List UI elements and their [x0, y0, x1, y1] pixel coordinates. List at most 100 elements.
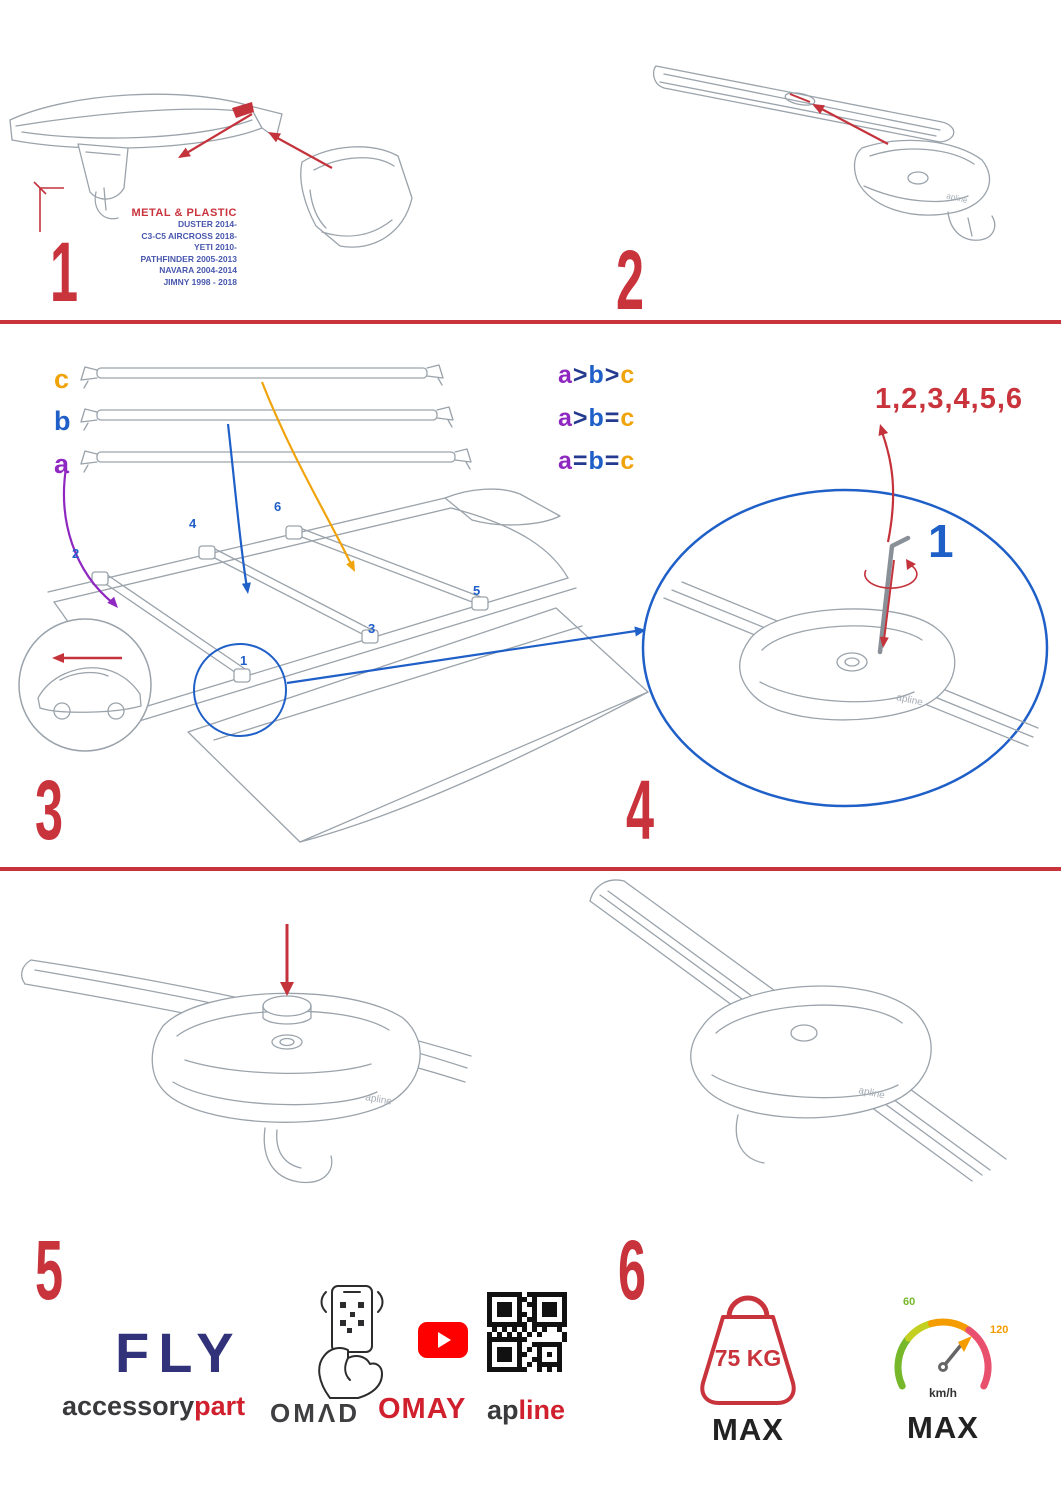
metal-plastic-leader-line	[33, 181, 64, 232]
phone-scan-icon	[318, 1285, 384, 1399]
step3-roof-layout-drawing	[18, 364, 649, 843]
speed-low-label: 60	[903, 1296, 916, 1308]
arrowhead	[241, 582, 251, 594]
position-label-2: 2	[72, 546, 80, 561]
section-divider	[0, 320, 1061, 324]
speed-unit-label: km/h	[928, 1386, 957, 1400]
step2-bar-slot-drawing: apline	[652, 65, 996, 241]
arrowhead	[634, 626, 646, 637]
apline-logo: apline	[487, 1397, 565, 1424]
step3-number: 3	[35, 763, 63, 857]
position-label-4: 4	[189, 516, 197, 531]
arrowhead	[280, 982, 294, 996]
position-label-5: 5	[473, 583, 481, 598]
fly-logo: FLY	[115, 1321, 243, 1384]
rule-c: c	[620, 404, 636, 432]
model-line: PATHFINDER 2005-2013	[140, 253, 237, 264]
mounted-foot-drawing	[589, 879, 1007, 1182]
size-rule-3: a=b=c	[558, 447, 635, 476]
model-line: DUSTER 2014-	[177, 219, 237, 229]
foot-cap-drawing	[20, 959, 472, 1184]
omay-logo: OMAY	[378, 1393, 467, 1425]
step6-number: 6	[618, 1223, 646, 1317]
zoom-ellipse	[641, 488, 1049, 808]
logo-patch	[232, 102, 254, 118]
model-line: C3-C5 AIRCROSS 2018-	[141, 230, 237, 241]
speed-high-label: 120	[990, 1324, 1009, 1336]
arrowhead	[879, 636, 889, 648]
apline-red: line	[518, 1395, 566, 1425]
speedometer-icon	[894, 1318, 992, 1390]
weight-value: 75 KG	[714, 1345, 782, 1371]
zoom-link-arrow	[286, 629, 637, 685]
weight-max-label: MAX	[712, 1412, 784, 1447]
arrowhead	[107, 596, 118, 608]
three-bars-drawing	[80, 364, 472, 473]
rule-op: >	[572, 361, 589, 389]
model-line: JIMNY 1998 - 2018	[163, 276, 237, 287]
sequence-start-callout: 1	[928, 515, 954, 567]
step5-cap-insert-drawing: apline	[20, 924, 472, 1184]
rule-b: b	[588, 361, 605, 389]
bar-label-b: b	[54, 406, 71, 436]
bar-position-arrows	[62, 381, 352, 605]
rule-a: a	[558, 447, 573, 475]
arrowhead	[812, 104, 825, 114]
step1-bar-clamp-drawing	[9, 93, 413, 248]
step1-material-block: METAL & PLASTIC DUSTER 2014- C3-C5 AIRCR…	[95, 207, 237, 289]
position-label-6: 6	[274, 499, 282, 514]
qr-code	[487, 1292, 567, 1372]
rule-op: =	[572, 447, 589, 475]
material-label: METAL & PLASTIC	[131, 207, 237, 219]
omad-logo: OMΛD	[270, 1398, 360, 1428]
bar-label-a: a	[54, 449, 70, 479]
position1-highlight-circle	[193, 643, 287, 737]
step4-tighten-zoom-drawing: apline	[641, 424, 1049, 808]
tighten-arrows	[864, 431, 918, 641]
position-label-1: 1	[240, 653, 248, 668]
rule-a: a	[558, 361, 573, 389]
model-line: YETI 2010-	[194, 242, 237, 253]
insert-arrow	[789, 93, 889, 145]
foot-with-allen-key-drawing	[663, 535, 1039, 747]
rule-a: a	[558, 404, 573, 432]
model-line: NAVARA 2004-2014	[159, 265, 237, 276]
front-direction-inset	[18, 618, 152, 752]
apline-dark: ap	[487, 1395, 519, 1425]
accessorypart-red: part	[194, 1391, 246, 1421]
size-rule-2: a>b=c	[558, 404, 635, 433]
section-divider	[0, 867, 1061, 871]
crossbar-drawing	[652, 65, 996, 241]
tighten-sequence-text: 1,2,3,4,5,6	[875, 383, 1024, 415]
rule-b: b	[588, 404, 605, 432]
crossbar-end-drawing	[9, 93, 413, 248]
arrowhead	[178, 147, 191, 158]
model-list: DUSTER 2014- C3-C5 AIRCROSS 2018- YETI 2…	[95, 219, 237, 289]
step4-number: 4	[626, 763, 654, 857]
weight-limit-icon	[700, 1295, 796, 1405]
accessorypart-logo: accessorypart	[62, 1393, 245, 1420]
rule-c: c	[620, 447, 636, 475]
position-label-3: 3	[368, 621, 376, 636]
assembly-arrows	[179, 113, 333, 169]
bar-label-c: c	[54, 364, 70, 394]
rule-op: >	[572, 404, 589, 432]
arrowhead	[878, 424, 889, 436]
step2-number: 2	[616, 233, 644, 327]
step6-mounted-foot-drawing: apline	[589, 879, 1007, 1182]
accessorypart-dark: accessory	[62, 1391, 195, 1421]
rule-op: >	[604, 361, 621, 389]
rule-b: b	[588, 447, 605, 475]
rule-op: =	[604, 447, 621, 475]
speed-max-label: MAX	[907, 1410, 979, 1445]
step1-number: 1	[50, 225, 78, 319]
arrowhead	[346, 560, 355, 572]
youtube-icon	[418, 1322, 468, 1358]
rule-c: c	[620, 361, 636, 389]
phone-qr-pixels	[340, 1302, 364, 1333]
arrowhead	[906, 559, 916, 570]
step5-number: 5	[35, 1223, 63, 1317]
size-rule-1: a>b>c	[558, 361, 635, 390]
rule-op: =	[604, 404, 621, 432]
